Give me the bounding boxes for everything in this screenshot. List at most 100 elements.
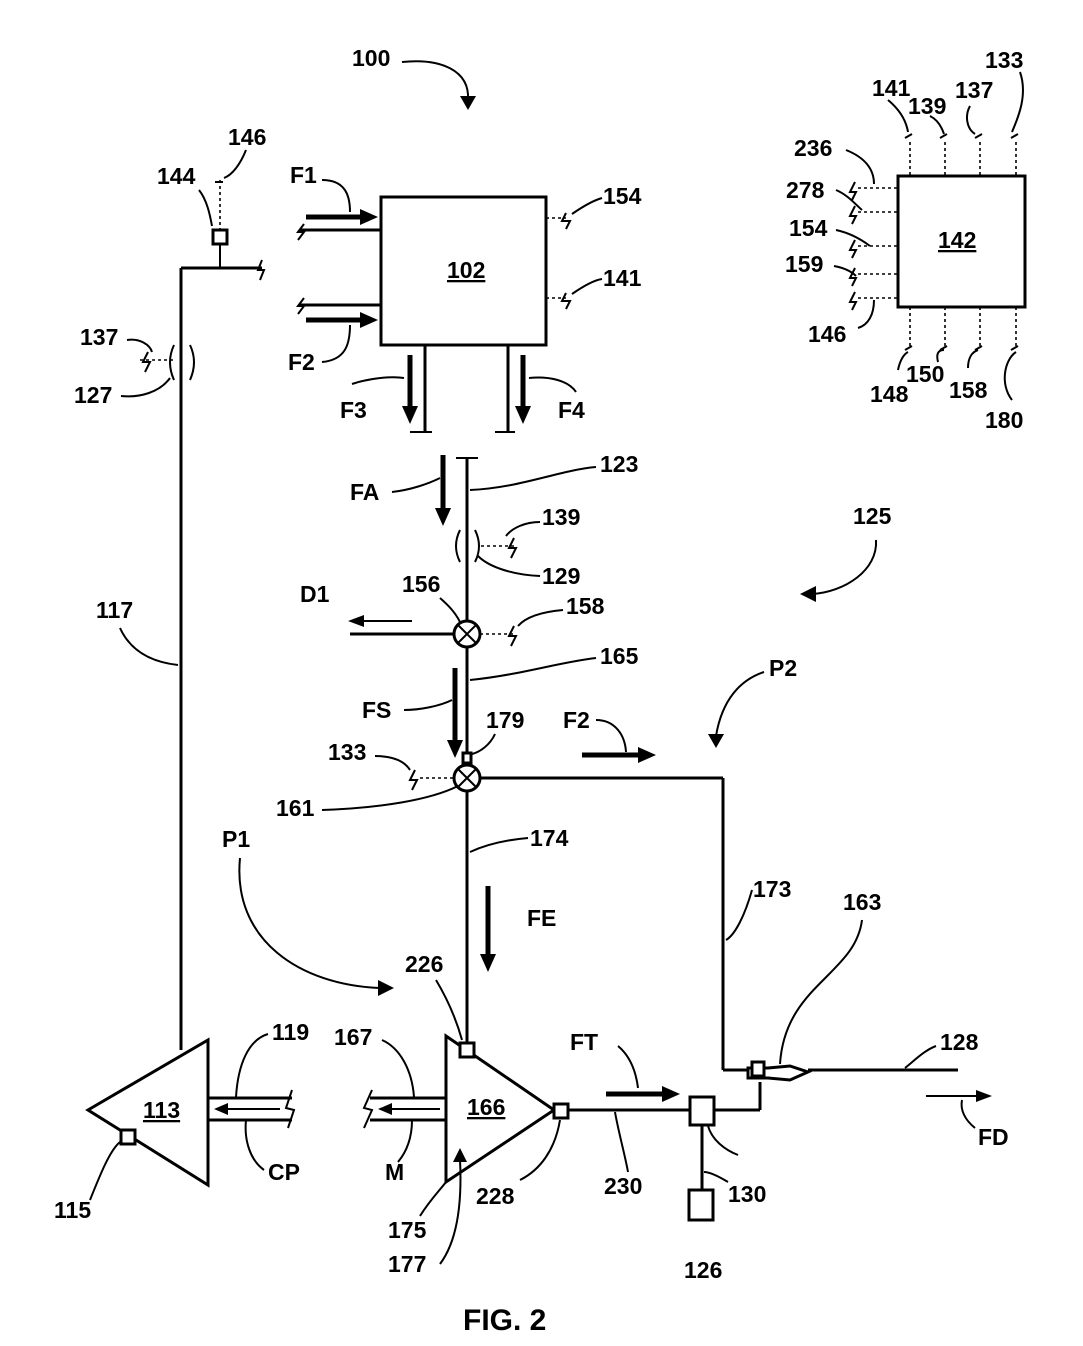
signal-139-break: [509, 538, 516, 558]
leader-161: [322, 786, 458, 810]
ref-165: 165: [600, 643, 639, 669]
ref-175: 175: [388, 1217, 427, 1243]
leader-137: [127, 340, 152, 352]
signal-141-break: [562, 293, 570, 309]
port-226: [460, 1043, 474, 1057]
arrowhead-p2: [708, 734, 724, 748]
leader-139: [506, 522, 540, 536]
leader-165: [470, 658, 596, 680]
port-115: [121, 1130, 135, 1144]
leader-156: [440, 598, 460, 622]
leader-127: [121, 378, 170, 396]
flow-f2: F2: [288, 349, 315, 375]
ref-126: 126: [684, 1257, 722, 1283]
break-cp: [286, 1090, 294, 1128]
leader-f1: [322, 180, 350, 212]
flow-fa: FA: [350, 479, 379, 505]
f1-arrowhead: [360, 209, 378, 225]
flow-m: M: [385, 1159, 404, 1185]
f2-branch-arrowhead: [638, 747, 656, 763]
controller-left-signals: [834, 150, 898, 328]
ft-arrowhead: [662, 1086, 680, 1102]
leader-m: [398, 1120, 412, 1162]
break-117: [258, 260, 264, 280]
flow-cp: CP: [268, 1159, 300, 1185]
leader-158: [518, 610, 563, 626]
ref-163: 163: [843, 889, 881, 915]
leader-fa: [392, 478, 440, 492]
ref-p1: P1: [222, 826, 250, 852]
ref-179: 179: [486, 707, 524, 733]
port-228: [554, 1104, 568, 1118]
fs-arrowhead: [447, 740, 463, 758]
controller-top-signal-0: 141: [872, 75, 911, 101]
controller-bottom-signal-0: 148: [870, 381, 909, 407]
ref-115: 115: [54, 1197, 91, 1223]
ref-139: 139: [542, 504, 580, 530]
break-f2: [298, 298, 304, 314]
controller-top-signal-3: 133: [985, 47, 1023, 73]
ref-173: 173: [753, 876, 791, 902]
ref-127: 127: [74, 382, 112, 408]
fa-arrowhead: [435, 508, 451, 526]
ref-129: 129: [542, 563, 580, 589]
ref-119: 119: [272, 1019, 309, 1045]
controller-top-signal-1: 139: [908, 93, 946, 119]
separator-126: [689, 1190, 713, 1220]
break-m: [364, 1090, 372, 1128]
flow-f1: F1: [290, 162, 317, 188]
leader-141: [572, 279, 602, 294]
leader-175: [420, 1182, 446, 1216]
expander-label: 166: [467, 1094, 505, 1120]
ref-p2: P2: [769, 655, 797, 681]
leader-133: [375, 756, 410, 770]
controller-bottom-signal-1: 150: [906, 361, 944, 387]
leader-p2: [716, 672, 764, 736]
leader-f2-branch: [596, 720, 626, 752]
flow-f4: F4: [558, 397, 585, 423]
arrowhead-100: [460, 96, 476, 110]
leader-p1: [239, 858, 380, 988]
leader-100: [402, 61, 468, 100]
ref-177: 177: [388, 1251, 426, 1277]
leader-124: [708, 1126, 738, 1155]
f2-arrowhead: [360, 312, 378, 328]
compressor-label: 113: [143, 1097, 180, 1123]
leader-125: [812, 540, 876, 594]
controller-label: 142: [938, 227, 976, 253]
controller-top-signal-2: 137: [955, 77, 993, 103]
flow-f2-branch: F2: [563, 707, 590, 733]
leader-230: [615, 1112, 628, 1172]
controller-bottom-signal-2: 158: [949, 377, 988, 403]
ref-117: 117: [96, 597, 133, 623]
leader-130: [704, 1172, 728, 1182]
ref-146: 146: [228, 124, 266, 150]
leader-119: [236, 1034, 268, 1097]
ref-167: 167: [334, 1024, 372, 1050]
ref-125: 125: [853, 503, 892, 529]
fd-arrowhead: [976, 1090, 992, 1102]
ref-154: 154: [603, 183, 642, 209]
figure-caption: FIG. 2: [463, 1304, 546, 1337]
ref-133: 133: [328, 739, 366, 765]
controller-left-signal-0: 236: [794, 135, 832, 161]
signal-133-break: [410, 770, 417, 790]
leader-f3: [352, 377, 404, 384]
controller-left-signal-1: 278: [786, 177, 825, 203]
ejector-inlet: [752, 1062, 764, 1076]
flow-d1: D1: [300, 581, 330, 607]
flow-fd: FD: [978, 1124, 1009, 1150]
leader-129: [478, 556, 540, 576]
ref-161: 161: [276, 795, 315, 821]
leader-146: [224, 150, 246, 178]
actuator-179: [463, 753, 471, 763]
leader-173: [726, 890, 752, 940]
leader-123: [470, 467, 596, 490]
signal-154-break: [562, 213, 570, 229]
ref-158: 158: [566, 593, 605, 619]
ref-144: 144: [157, 163, 196, 189]
ref-130: 130: [728, 1181, 766, 1207]
ref-128: 128: [940, 1029, 979, 1055]
m-arrowhead: [378, 1103, 392, 1115]
